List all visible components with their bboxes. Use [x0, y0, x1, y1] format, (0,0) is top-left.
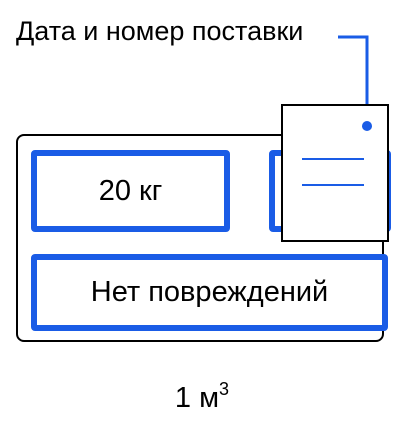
condition-field: Нет повреждений — [31, 254, 388, 331]
callout-dot — [362, 121, 372, 131]
document-line — [302, 158, 364, 160]
weight-field: 20 кг — [31, 150, 230, 232]
volume-exponent: 3 — [219, 379, 230, 399]
document-line — [302, 184, 364, 186]
volume-value: 1 м — [174, 382, 220, 414]
volume-label: 1 м3 — [0, 372, 404, 415]
condition-value: Нет повреждений — [90, 276, 329, 308]
weight-value: 20 кг — [98, 174, 163, 207]
delivery-date-number-label: Дата и номер поставки — [16, 16, 304, 46]
leader-polyline — [338, 35, 369, 126]
